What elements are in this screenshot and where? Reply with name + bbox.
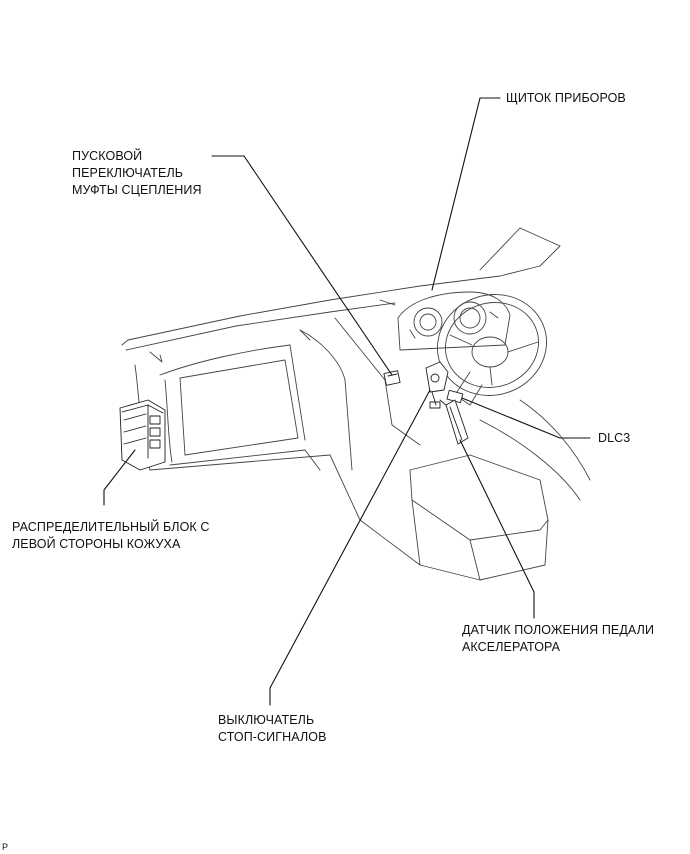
label-pedal-sensor-line-2: АКСЕЛЕРАТОРА [462, 640, 561, 654]
label-junction-block: РАСПРЕДЕЛИТЕЛЬНЫЙ БЛОК С ЛЕВОЙ СТОРОНЫ К… [12, 519, 209, 553]
label-instrument-panel-line: ЩИТОК ПРИБОРОВ [506, 91, 626, 105]
leader-instrument-panel [431, 97, 501, 291]
label-stop-switch-line-2: СТОП-СИГНАЛОВ [218, 730, 327, 744]
instrument-cluster [397, 291, 511, 351]
leader-dlc3 [461, 397, 591, 439]
label-pedal-sensor: ДАТЧИК ПОЛОЖЕНИЯ ПЕДАЛИ АКСЕЛЕРАТОРА [462, 622, 654, 656]
junction-block [119, 399, 166, 471]
leader-junction-block [103, 449, 136, 506]
label-dlc3-line: DLC3 [598, 431, 631, 445]
clutch-start-switch-part [383, 370, 401, 386]
leader-stop-switch [269, 389, 431, 706]
label-dlc3: DLC3 [598, 430, 630, 447]
label-junction-block-line-1: РАСПРЕДЕЛИТЕЛЬНЫЙ БЛОК С [12, 520, 210, 534]
label-stop-switch-line-1: ВЫКЛЮЧАТЕЛЬ [218, 713, 315, 727]
dashboard-outline [121, 227, 591, 581]
label-instrument-panel: ЩИТОК ПРИБОРОВ [506, 90, 626, 107]
leader-lines [103, 97, 591, 706]
label-stop-switch: ВЫКЛЮЧАТЕЛЬ СТОП-СИГНАЛОВ [218, 712, 327, 746]
label-clutch-switch-line-2: ПЕРЕКЛЮЧАТЕЛЬ [72, 166, 184, 180]
corner-mark: P [2, 842, 9, 852]
label-clutch-switch-line-1: ПУСКОВОЙ [72, 149, 143, 163]
accelerator-pedal-part [439, 399, 469, 445]
label-clutch-switch-line-3: МУФТЫ СЦЕПЛЕНИЯ [72, 183, 202, 197]
label-junction-block-line-2: ЛЕВОЙ СТОРОНЫ КОЖУХА [12, 537, 181, 551]
label-clutch-switch: ПУСКОВОЙ ПЕРЕКЛЮЧАТЕЛЬ МУФТЫ СЦЕПЛЕНИЯ [72, 148, 202, 199]
leader-clutch-switch [211, 155, 393, 376]
label-pedal-sensor-line-1: ДАТЧИК ПОЛОЖЕНИЯ ПЕДАЛИ [462, 623, 655, 637]
steering-wheel [437, 294, 547, 406]
stop-light-switch-part [425, 361, 449, 409]
leader-pedal-sensor [459, 439, 535, 619]
